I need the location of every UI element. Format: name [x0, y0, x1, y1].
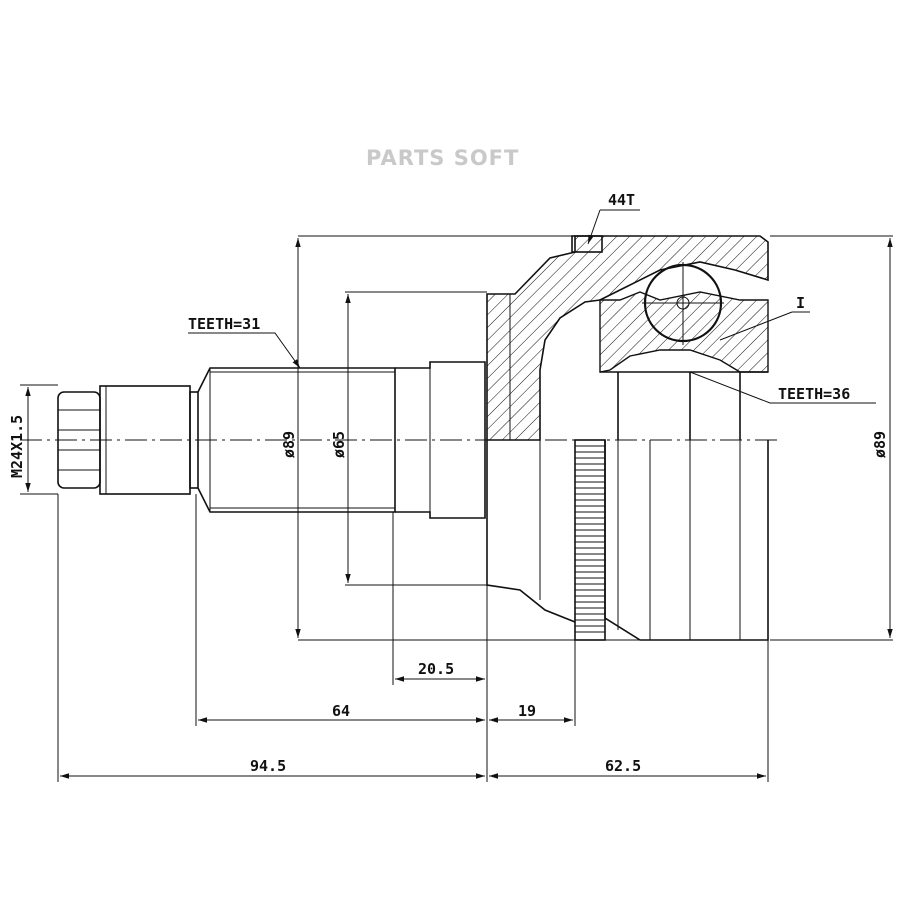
dim-62-5: 62.5: [605, 757, 641, 775]
watermark: PARTS SOFT: [366, 146, 520, 170]
extension-lines: [20, 235, 893, 782]
leader-lines: [188, 209, 876, 404]
housing-exterior: [486, 440, 769, 641]
detail-mark-label: I: [796, 294, 805, 312]
inner-race-section: [599, 262, 769, 440]
vertical-dims: [25, 238, 893, 638]
horizontal-dims: [60, 676, 766, 779]
housing-diameter-label: ø89: [871, 431, 889, 458]
shaft-diameter-label: ø89: [280, 431, 298, 458]
dim-94-5: 94.5: [250, 757, 286, 775]
spline-shaft: [197, 361, 486, 519]
threaded-stub: [57, 385, 199, 495]
dim-20-5: 20.5: [418, 660, 454, 678]
seat-diameter-label: ø65: [330, 431, 348, 458]
inner-spline-label: TEETH=36: [778, 385, 850, 403]
dim-19: 19: [518, 702, 536, 720]
dim-64: 64: [332, 702, 350, 720]
outer-spline-label: TEETH=31: [188, 315, 260, 333]
abs-teeth-label: 44T: [608, 191, 635, 209]
abs-ring: [574, 439, 606, 641]
thread-label: M24X1.5: [8, 415, 26, 478]
